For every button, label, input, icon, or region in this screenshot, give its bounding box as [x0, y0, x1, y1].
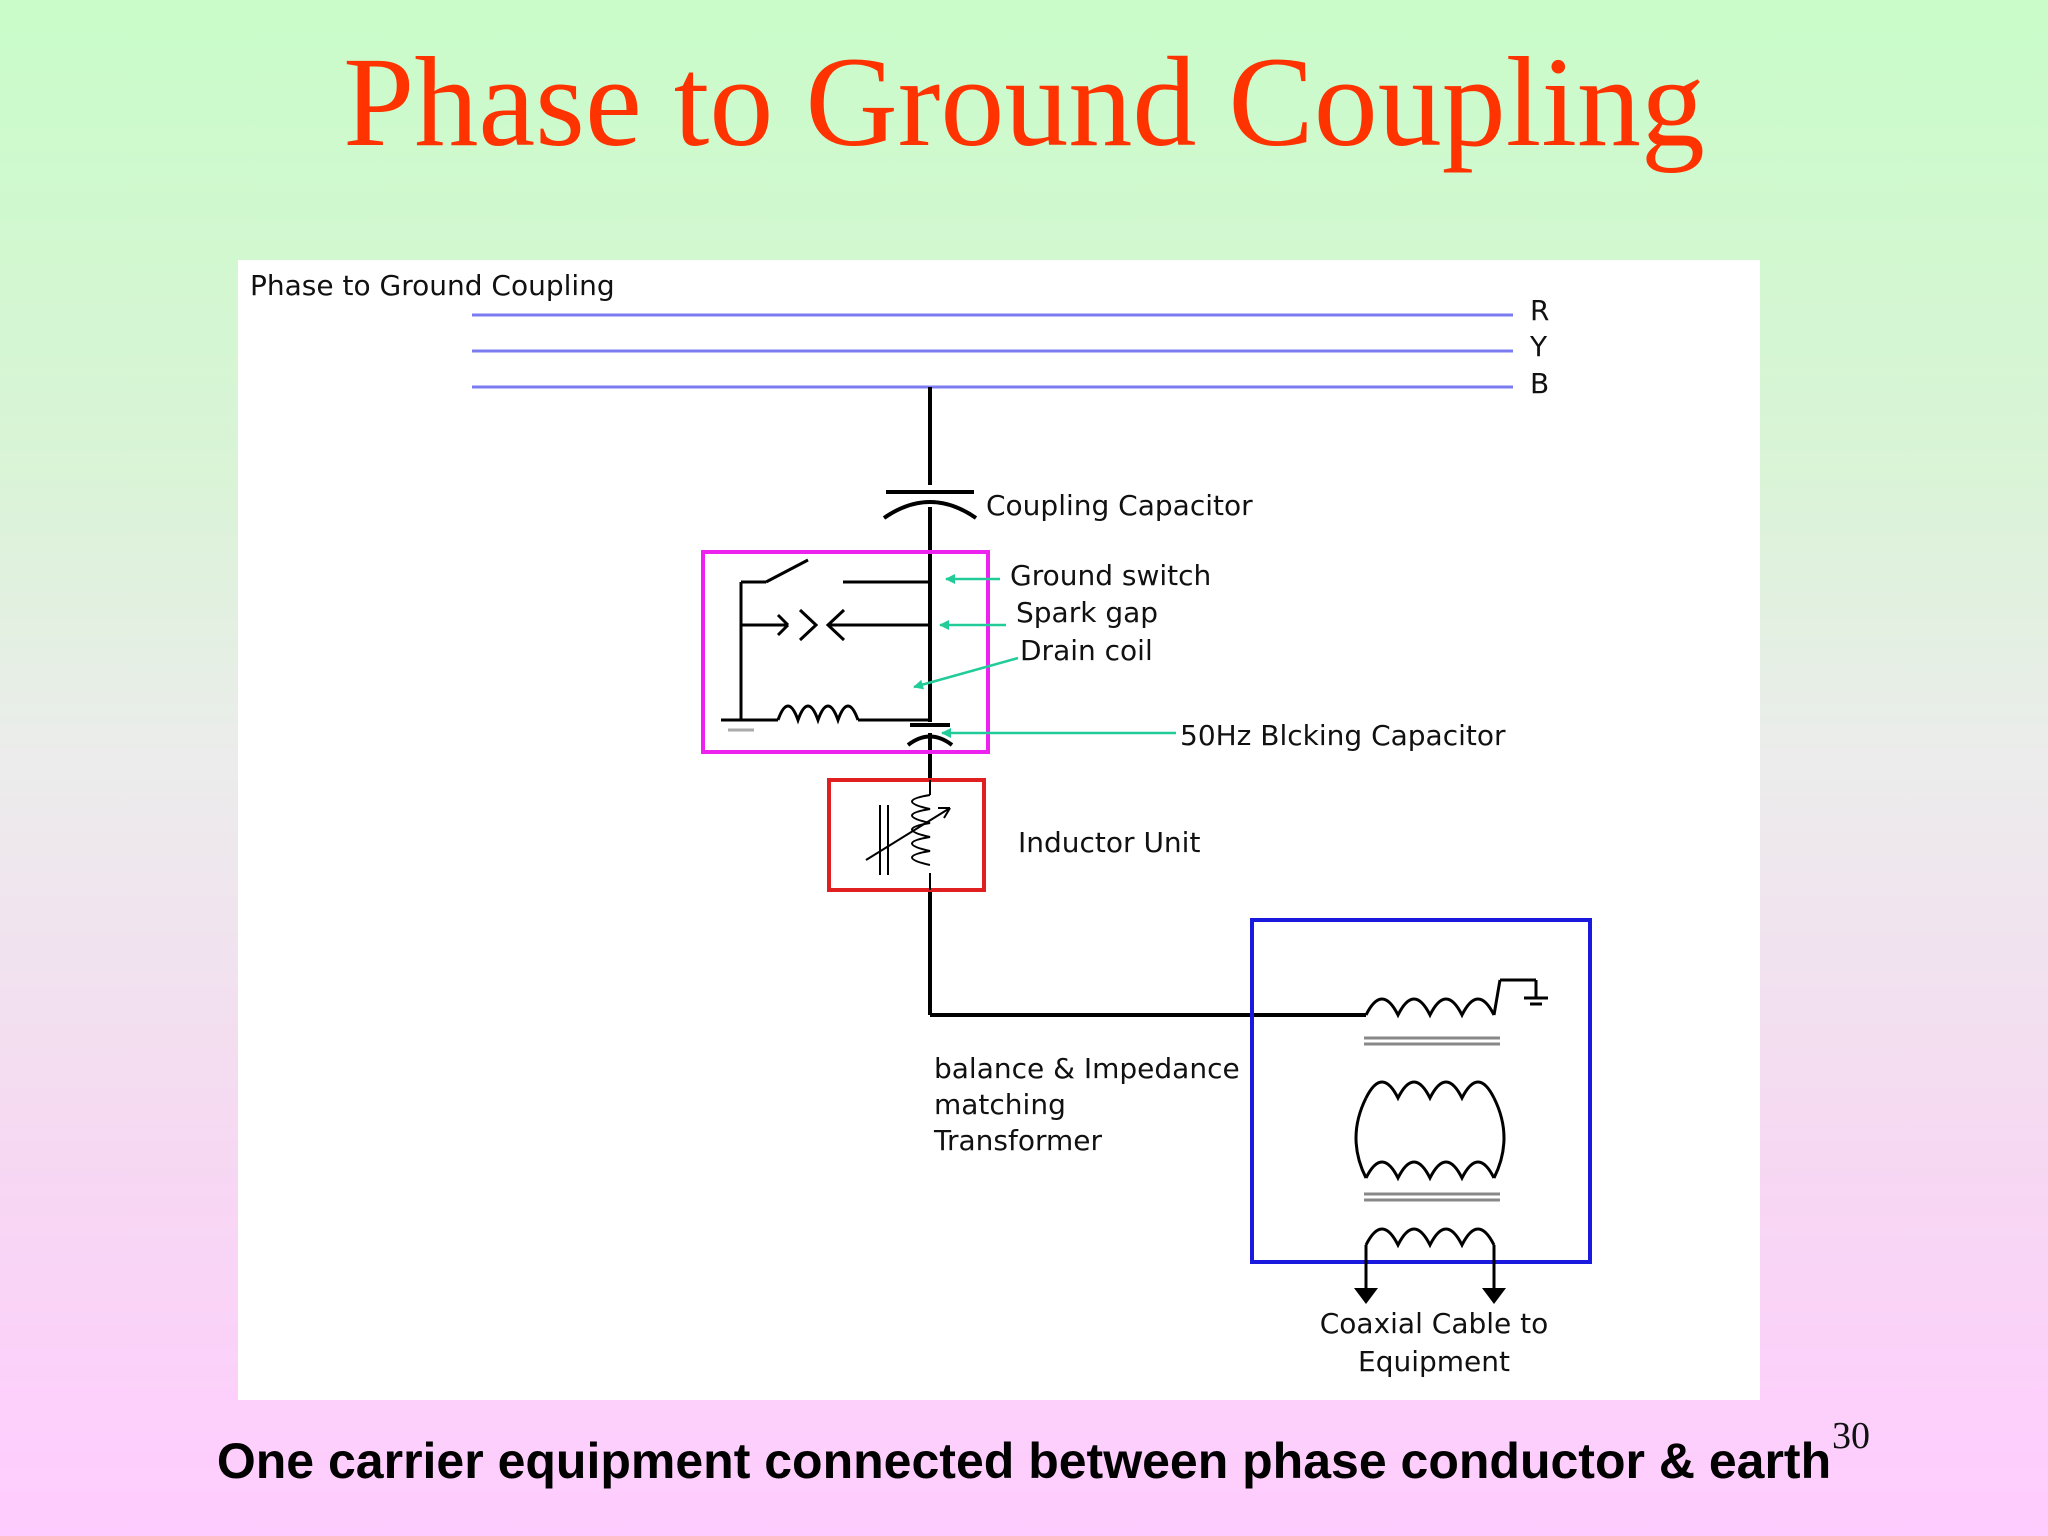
main-conductor [928, 387, 1366, 1017]
transformer-box [1250, 918, 1592, 1264]
output-arrow-left [1354, 1288, 1378, 1304]
inductor-unit-box [827, 778, 986, 892]
spark-gap-left-electrode [798, 608, 819, 642]
coupling-circuit-diagram: Phase to Ground Coupling R Y B Coupling … [250, 269, 1592, 1378]
phase-label-b: B [1530, 367, 1549, 400]
coax-label-line2: Equipment [1358, 1345, 1510, 1378]
blocking-capacitor-label: 50Hz Blcking Capacitor [1180, 719, 1506, 752]
slide-page-number: 30 [1832, 1415, 1870, 1457]
transformer-label-line1: balance & Impedance [934, 1052, 1240, 1085]
inductor-symbol [865, 780, 951, 890]
phase-label-y: Y [1529, 330, 1548, 363]
phase-conductors [472, 313, 1513, 389]
spark-gap-label: Spark gap [1016, 596, 1158, 629]
output-arrows [1354, 1288, 1506, 1304]
coupling-capacitor-label: Coupling Capacitor [986, 489, 1253, 522]
slide-title: Phase to Ground Coupling [343, 31, 1705, 173]
drain-coil-winding [776, 704, 860, 725]
transformer-label-line2: matching [934, 1088, 1066, 1121]
diagram-heading: Phase to Ground Coupling [250, 269, 615, 302]
transformer-label-line3: Transformer [933, 1124, 1103, 1157]
coupling-capacitor-symbol [882, 490, 978, 520]
phase-label-r: R [1530, 294, 1549, 327]
protection-circuit [721, 558, 930, 732]
coax-label-line1: Coaxial Cable to [1320, 1307, 1549, 1340]
blocking-capacitor-symbol [906, 723, 954, 747]
protection-unit-box-outline [701, 550, 990, 754]
pointer-arrows [913, 574, 1176, 738]
inductor-unit-label: Inductor Unit [1018, 826, 1200, 859]
circuit-diagram-panel: Phase to Ground Coupling R Y B Coupling … [238, 260, 1760, 1400]
ground-switch-label: Ground switch [1010, 559, 1211, 592]
transformer-symbol [1354, 978, 1548, 1290]
slide-caption: One carrier equipment connected between … [216, 1433, 1832, 1489]
drain-coil-label: Drain coil [1020, 634, 1153, 667]
output-arrow-right [1482, 1288, 1506, 1304]
ground-switch-blade [765, 558, 809, 584]
